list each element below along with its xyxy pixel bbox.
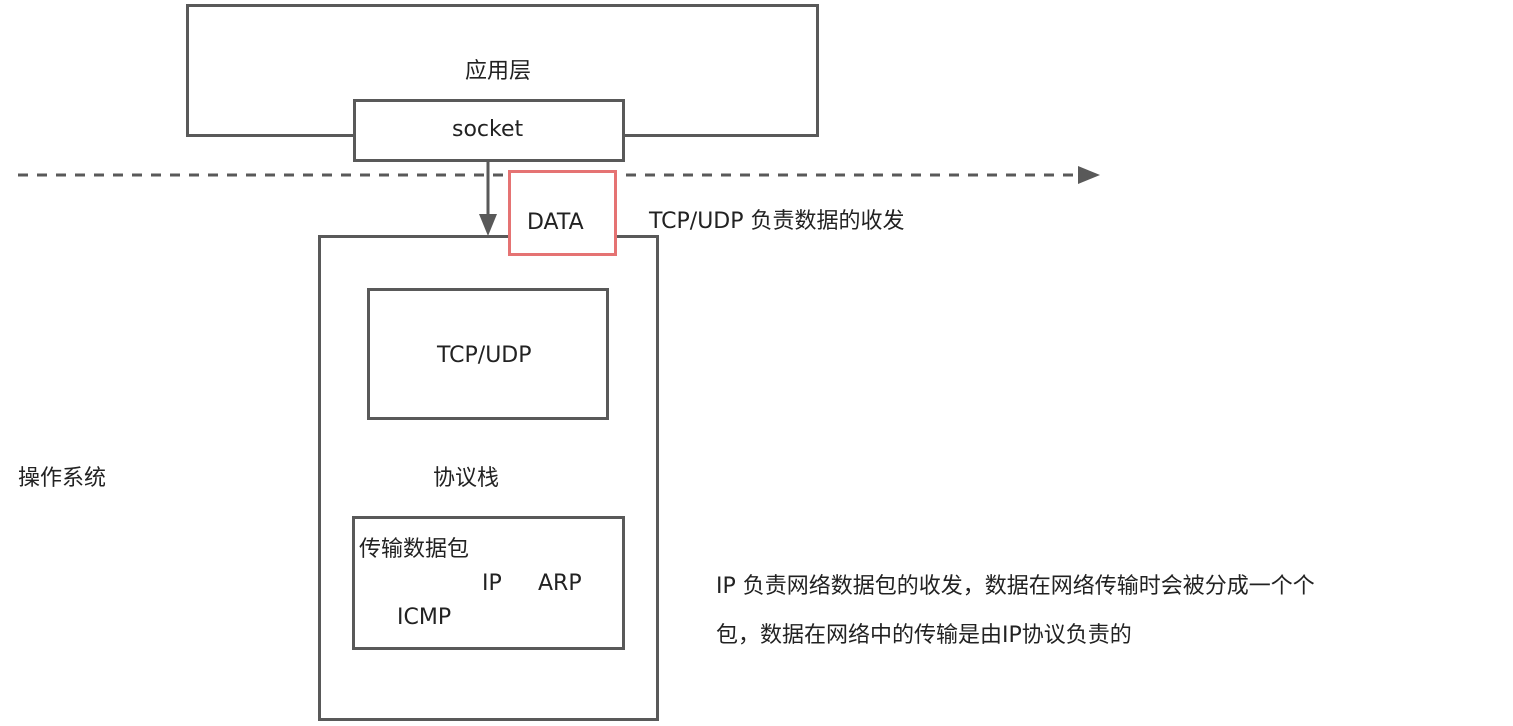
- transport-layer-box: [367, 288, 609, 420]
- data-packet-label: DATA: [527, 210, 584, 235]
- transport-layer-label: TCP/UDP: [437, 343, 532, 368]
- boundary-arrowhead: [1078, 166, 1100, 184]
- operating-system-label: 操作系统: [18, 466, 107, 491]
- application-layer-label: 应用层: [465, 59, 532, 84]
- socket-label: socket: [452, 117, 524, 142]
- network-layer-box: [352, 516, 625, 650]
- ip-note-line-2: 包，数据在网络中的传输是由IP协议负责的: [716, 623, 1132, 648]
- arp-protocol-label: ARP: [538, 571, 582, 596]
- ip-note-line-1: IP 负责网络数据包的收发，数据在网络传输时会被分成一个个: [716, 574, 1315, 599]
- socket-to-stack-arrowhead: [479, 214, 497, 236]
- socket-box: [353, 99, 625, 162]
- network-layer-title: 传输数据包: [359, 537, 470, 562]
- transport-note: TCP/UDP 负责数据的收发: [649, 209, 905, 234]
- ip-protocol-label: IP: [482, 571, 502, 596]
- icmp-protocol-label: ICMP: [397, 605, 452, 630]
- data-packet-box: [508, 170, 617, 256]
- protocol-stack-label: 协议栈: [433, 466, 500, 491]
